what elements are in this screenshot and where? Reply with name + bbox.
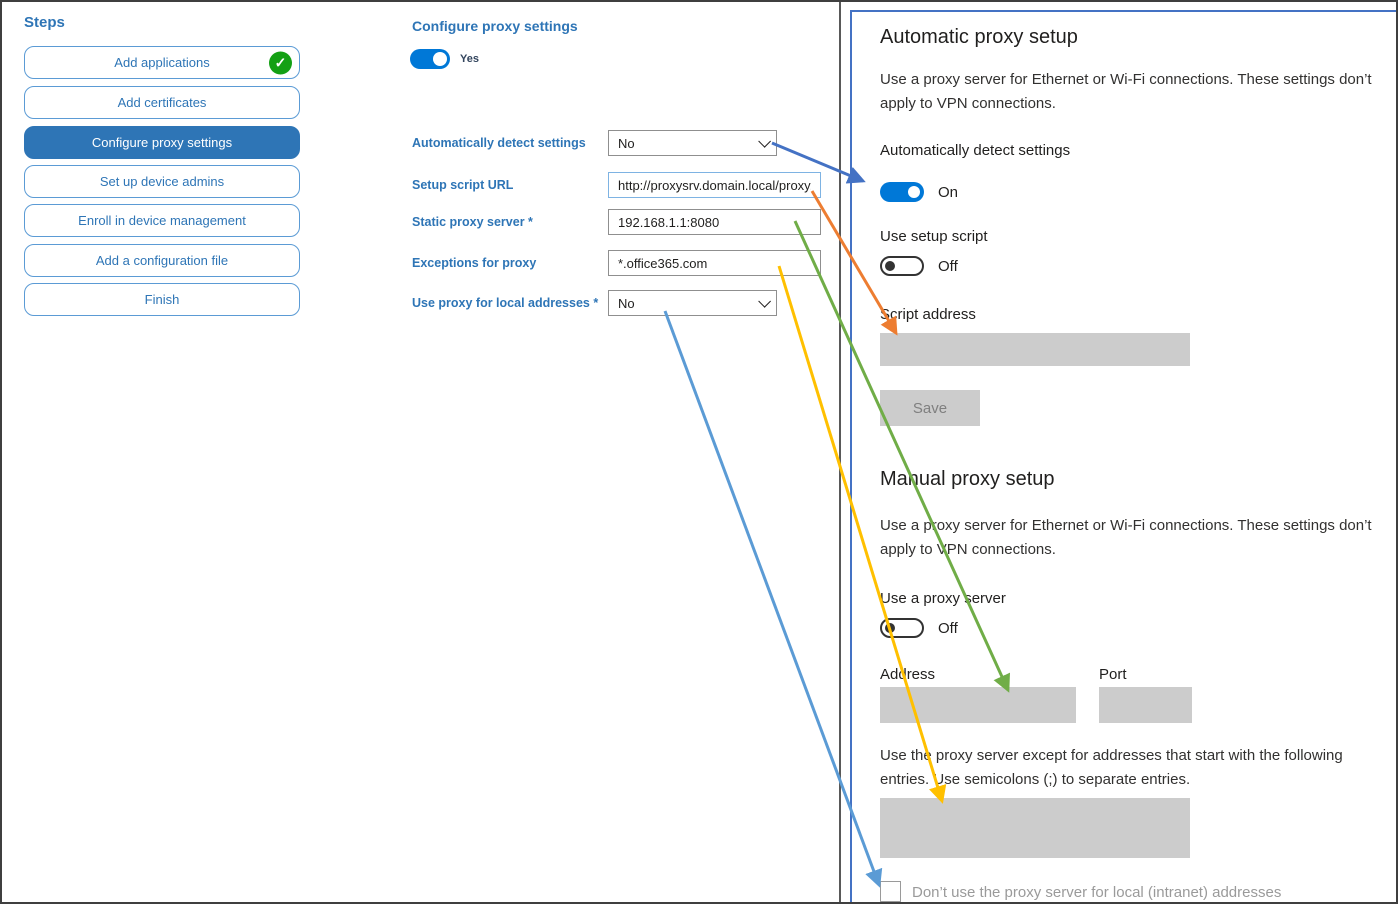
use-proxy-server-label: Use a proxy server	[880, 590, 1006, 607]
input-exceptions-for-proxy[interactable]	[608, 250, 821, 276]
steps-title: Steps	[24, 14, 65, 31]
step-enroll-device-management[interactable]: Enroll in device management	[24, 204, 300, 237]
use-setup-script-toggle[interactable]	[880, 256, 924, 276]
step-label: Add certificates	[117, 95, 207, 110]
script-address-input[interactable]	[880, 333, 1190, 366]
step-finish[interactable]: Finish	[24, 283, 300, 316]
step-label: Set up device admins	[99, 174, 225, 189]
toggle-knob	[908, 186, 920, 198]
proxy-exceptions-hint: Use the proxy server except for addresse…	[880, 747, 1343, 788]
use-proxy-server-state: Off	[938, 620, 958, 637]
step-label: Enroll in device management	[78, 213, 246, 228]
select-automatically-detect-settings[interactable]: No	[608, 130, 777, 156]
use-proxy-server-toggle[interactable]	[880, 618, 924, 638]
arrow-local-addresses	[663, 310, 883, 888]
detect-settings-label: Automatically detect settings	[880, 142, 1071, 159]
toggle-knob	[433, 52, 447, 66]
address-input[interactable]	[880, 687, 1076, 723]
local-intranet-checkbox-label: Don’t use the proxy server for local (in…	[912, 884, 1282, 901]
detect-settings-toggle[interactable]	[880, 182, 924, 202]
label-use-proxy-local-addresses: Use proxy for local addresses *	[412, 296, 599, 310]
use-setup-script-state: Off	[938, 258, 958, 275]
address-label: Address	[880, 666, 936, 683]
chevron-down-icon	[758, 294, 771, 308]
manual-proxy-description: Use a proxy server for Ethernet or Wi-Fi…	[880, 517, 1372, 558]
step-add-configuration-file[interactable]: Add a configuration file	[24, 244, 300, 277]
step-label: Finish	[144, 292, 180, 307]
select-value: No	[618, 295, 635, 311]
port-input[interactable]	[1099, 687, 1192, 723]
script-address-label: Script address	[880, 306, 976, 323]
detect-settings-state: On	[938, 184, 959, 201]
save-button-label: Save	[912, 399, 948, 417]
label-static-proxy-server: Static proxy server *	[412, 215, 533, 229]
label-exceptions-for-proxy: Exceptions for proxy	[412, 256, 537, 270]
input-static-proxy-server[interactable]	[608, 209, 821, 235]
use-setup-script-label: Use setup script	[880, 228, 988, 245]
manual-proxy-setup-title: Manual proxy setup	[880, 468, 1055, 490]
local-intranet-checkbox[interactable]	[880, 881, 901, 902]
automatic-proxy-description: Use a proxy server for Ethernet or Wi-Fi…	[880, 71, 1372, 112]
step-label: Add applications	[114, 55, 210, 70]
automatic-proxy-setup-title: Automatic proxy setup	[880, 26, 1078, 48]
proxy-exceptions-input[interactable]	[880, 798, 1190, 858]
toggle-knob	[885, 261, 895, 271]
pane-divider	[839, 2, 841, 902]
form-title: Configure proxy settings	[412, 18, 578, 34]
step-label: Add a configuration file	[95, 253, 229, 268]
chevron-down-icon	[758, 134, 771, 148]
step-configure-proxy-settings[interactable]: Configure proxy settings	[24, 126, 300, 159]
step-label: Configure proxy settings	[91, 135, 233, 150]
windows-proxy-settings-panel: Automatic proxy setup Use a proxy server…	[850, 10, 1396, 902]
step-add-certificates[interactable]: Add certificates	[24, 86, 300, 119]
toggle-knob	[885, 623, 895, 633]
label-automatically-detect-settings: Automatically detect settings	[412, 136, 586, 150]
step-set-up-device-admins[interactable]: Set up device admins	[24, 165, 300, 198]
select-value: No	[618, 135, 635, 151]
step-add-applications[interactable]: Add applications ✓	[24, 46, 300, 79]
label-setup-script-url: Setup script URL	[412, 178, 514, 192]
configure-proxy-toggle[interactable]	[410, 49, 450, 69]
select-use-proxy-local-addresses[interactable]: No	[608, 290, 777, 316]
port-label: Port	[1099, 666, 1127, 683]
configure-proxy-toggle-label: Yes	[460, 53, 479, 65]
completed-check-icon: ✓	[269, 51, 292, 74]
save-button[interactable]: Save	[880, 390, 980, 426]
input-setup-script-url[interactable]	[608, 172, 821, 198]
